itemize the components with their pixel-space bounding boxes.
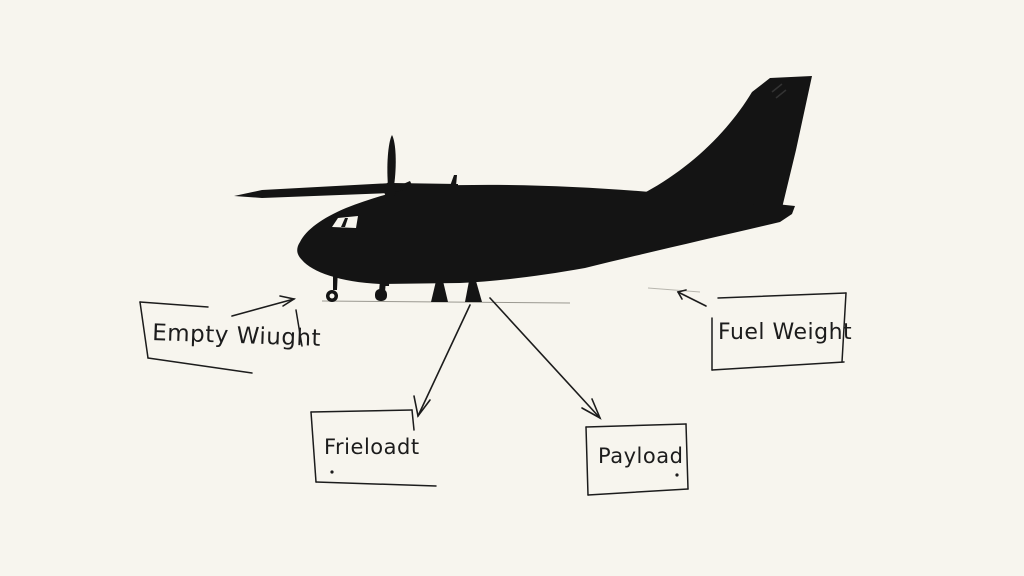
- aircraft-fuselage: [297, 184, 795, 284]
- propeller-blade-bottom: [385, 196, 394, 286]
- main-gear-right: [465, 281, 482, 302]
- label-box-empty-weight: [139, 301, 303, 374]
- label-dot-fuel-load: [330, 470, 334, 474]
- label-box-payload: [585, 423, 689, 496]
- label-empty-weight: Empty Wiught: [152, 320, 322, 352]
- arrow-payload: [489, 297, 601, 419]
- label-dot-payload: [675, 473, 679, 477]
- ground-line-right: [647, 287, 701, 293]
- wing-gear-wheel: [375, 289, 387, 301]
- nose-gear-strut: [333, 268, 338, 290]
- label-payload: Payload: [598, 444, 683, 468]
- label-box-fuel-load: [310, 409, 437, 487]
- aircraft-antenna: [450, 175, 457, 186]
- propeller-blade-side: [394, 181, 412, 192]
- aircraft-silhouette: [234, 76, 812, 302]
- arrow-fuel-load: [417, 304, 471, 417]
- aircraft-tail-fin: [646, 76, 812, 208]
- main-gear-left: [431, 281, 448, 302]
- propeller-blade-top: [387, 135, 396, 186]
- tail-detail: [771, 83, 787, 99]
- label-fuel-load: Frieloadt: [324, 435, 420, 459]
- arrows: [231, 289, 707, 420]
- arrow-fuel-weight: [677, 291, 707, 307]
- label-fuel-weight: Fuel Weight: [718, 320, 852, 345]
- label-box-fuel-weight: [711, 292, 847, 371]
- arrow-empty-weight: [231, 298, 295, 317]
